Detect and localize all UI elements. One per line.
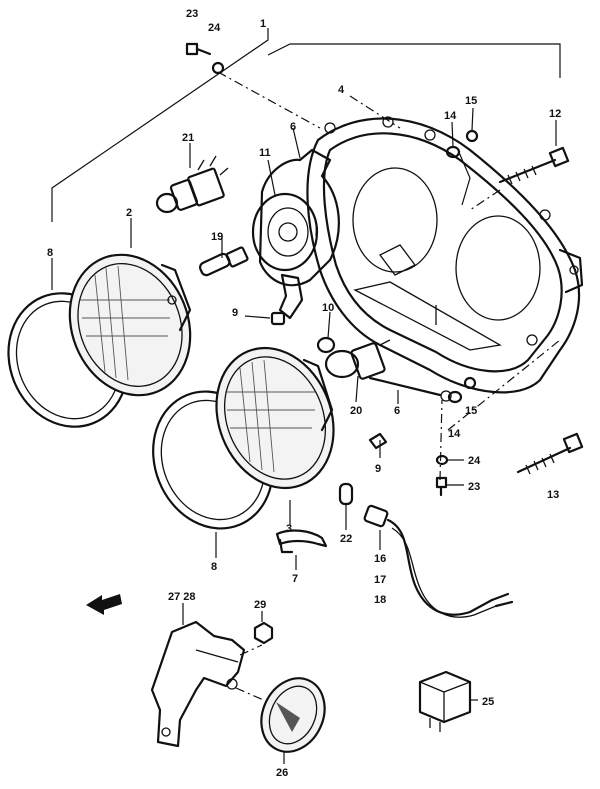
strap-bracket <box>278 273 304 320</box>
clamp-3 <box>275 529 328 548</box>
callout-8: 8 <box>47 247 53 259</box>
callout-24: 24 <box>208 22 221 34</box>
callout-6: 6 <box>290 121 296 133</box>
nut-9-top <box>270 311 286 326</box>
callout-22: 22 <box>340 533 352 545</box>
grommet-10 <box>316 336 336 354</box>
callout-27-28: 27 28 <box>168 591 196 603</box>
bulb-21 <box>155 155 229 214</box>
front-direction-arrow <box>86 594 122 615</box>
callout-13: 13 <box>547 489 559 501</box>
left-headlight-unit <box>68 253 192 397</box>
washer-24-top <box>211 61 225 75</box>
callout-9-lower: 9 <box>375 463 381 475</box>
callout-1: 1 <box>260 18 266 30</box>
bulb-19 <box>198 246 249 277</box>
clip-7 <box>278 538 294 554</box>
callout-2: 2 <box>126 207 132 219</box>
callout-20: 20 <box>350 405 362 417</box>
callout-3: 3 <box>286 523 292 535</box>
bolt-23-lower <box>435 476 448 497</box>
callout-23-lower: 23 <box>468 481 480 493</box>
adjusting-screw <box>368 376 452 402</box>
screw-13 <box>516 432 584 475</box>
callout-7: 7 <box>292 573 298 585</box>
nut-29 <box>253 621 274 645</box>
callout-15: 15 <box>465 95 477 107</box>
adjusting-ring <box>251 192 319 272</box>
washer-15-top <box>465 129 479 143</box>
socket-harness <box>363 504 514 618</box>
mounting-plate <box>258 148 340 287</box>
bulb-22 <box>338 482 354 506</box>
callout-23: 23 <box>186 8 198 20</box>
callouts: 23 24 1 4 6 11 21 14 15 12 2 8 19 9 10 2… <box>47 8 561 779</box>
callout-25: 25 <box>482 696 494 708</box>
callout-4: 4 <box>338 84 345 96</box>
callout-18: 18 <box>374 594 386 606</box>
screw-12 <box>498 146 570 185</box>
callout-16: 16 <box>374 553 386 565</box>
callout-17: 17 <box>374 574 386 586</box>
washer-24-lower <box>435 454 449 466</box>
callout-9: 9 <box>232 307 238 319</box>
assembly-bracket-1 <box>51 28 561 222</box>
callout-12: 12 <box>549 108 561 120</box>
callout-11: 11 <box>259 147 271 159</box>
callout-10: 10 <box>322 302 334 314</box>
callout-14-lower: 14 <box>448 428 461 440</box>
washer-15-lower <box>463 376 477 390</box>
callout-14: 14 <box>444 110 457 122</box>
callout-8-lower: 8 <box>211 561 217 573</box>
callout-24-lower: 24 <box>468 455 481 467</box>
bulb-20 <box>324 339 391 380</box>
callout-26: 26 <box>276 767 288 779</box>
callout-21: 21 <box>182 132 194 144</box>
relay-25 <box>418 670 472 732</box>
nut-9-lower <box>368 432 388 450</box>
bolt-23-top <box>185 42 212 56</box>
bracket-27-28 <box>150 620 246 748</box>
lamp-26 <box>260 677 326 753</box>
lower-headlight-unit <box>215 346 335 490</box>
callout-6-lower: 6 <box>394 405 400 417</box>
leader-lines <box>51 71 561 764</box>
callout-15-lower: 15 <box>465 405 477 417</box>
nut-14-lower <box>447 390 463 404</box>
callout-19: 19 <box>211 231 223 243</box>
callout-29: 29 <box>254 599 266 611</box>
